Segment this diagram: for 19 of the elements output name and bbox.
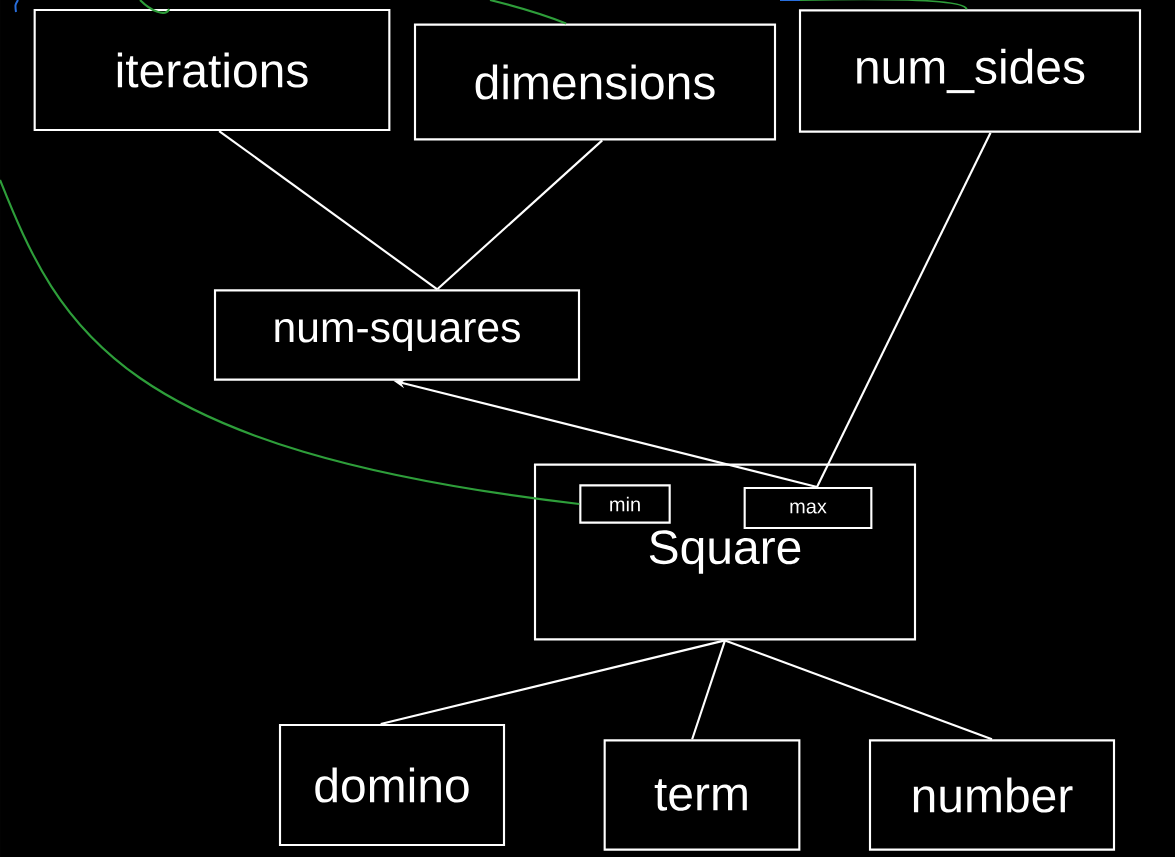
connector-line bbox=[691, 640, 727, 740]
connector-line bbox=[800, 0, 968, 10]
process-box: domino bbox=[278, 723, 506, 847]
connector-line bbox=[139, 0, 171, 14]
connector-line bbox=[380, 639, 726, 725]
connector-line bbox=[489, 0, 567, 25]
label-box: min bbox=[579, 484, 671, 524]
process-box: dimensions bbox=[413, 23, 777, 141]
process-box: num_sides bbox=[798, 9, 1142, 133]
process-box: number bbox=[868, 739, 1116, 851]
process-box: term bbox=[603, 739, 801, 851]
process-box: num-squares bbox=[213, 289, 581, 381]
connector-line bbox=[816, 132, 992, 488]
connector-line bbox=[724, 639, 993, 741]
connector-line bbox=[436, 139, 603, 291]
connector-line bbox=[218, 130, 438, 291]
connector-line bbox=[0, 179, 580, 506]
label-box: max bbox=[743, 486, 873, 530]
process-box: iterations bbox=[33, 8, 391, 132]
